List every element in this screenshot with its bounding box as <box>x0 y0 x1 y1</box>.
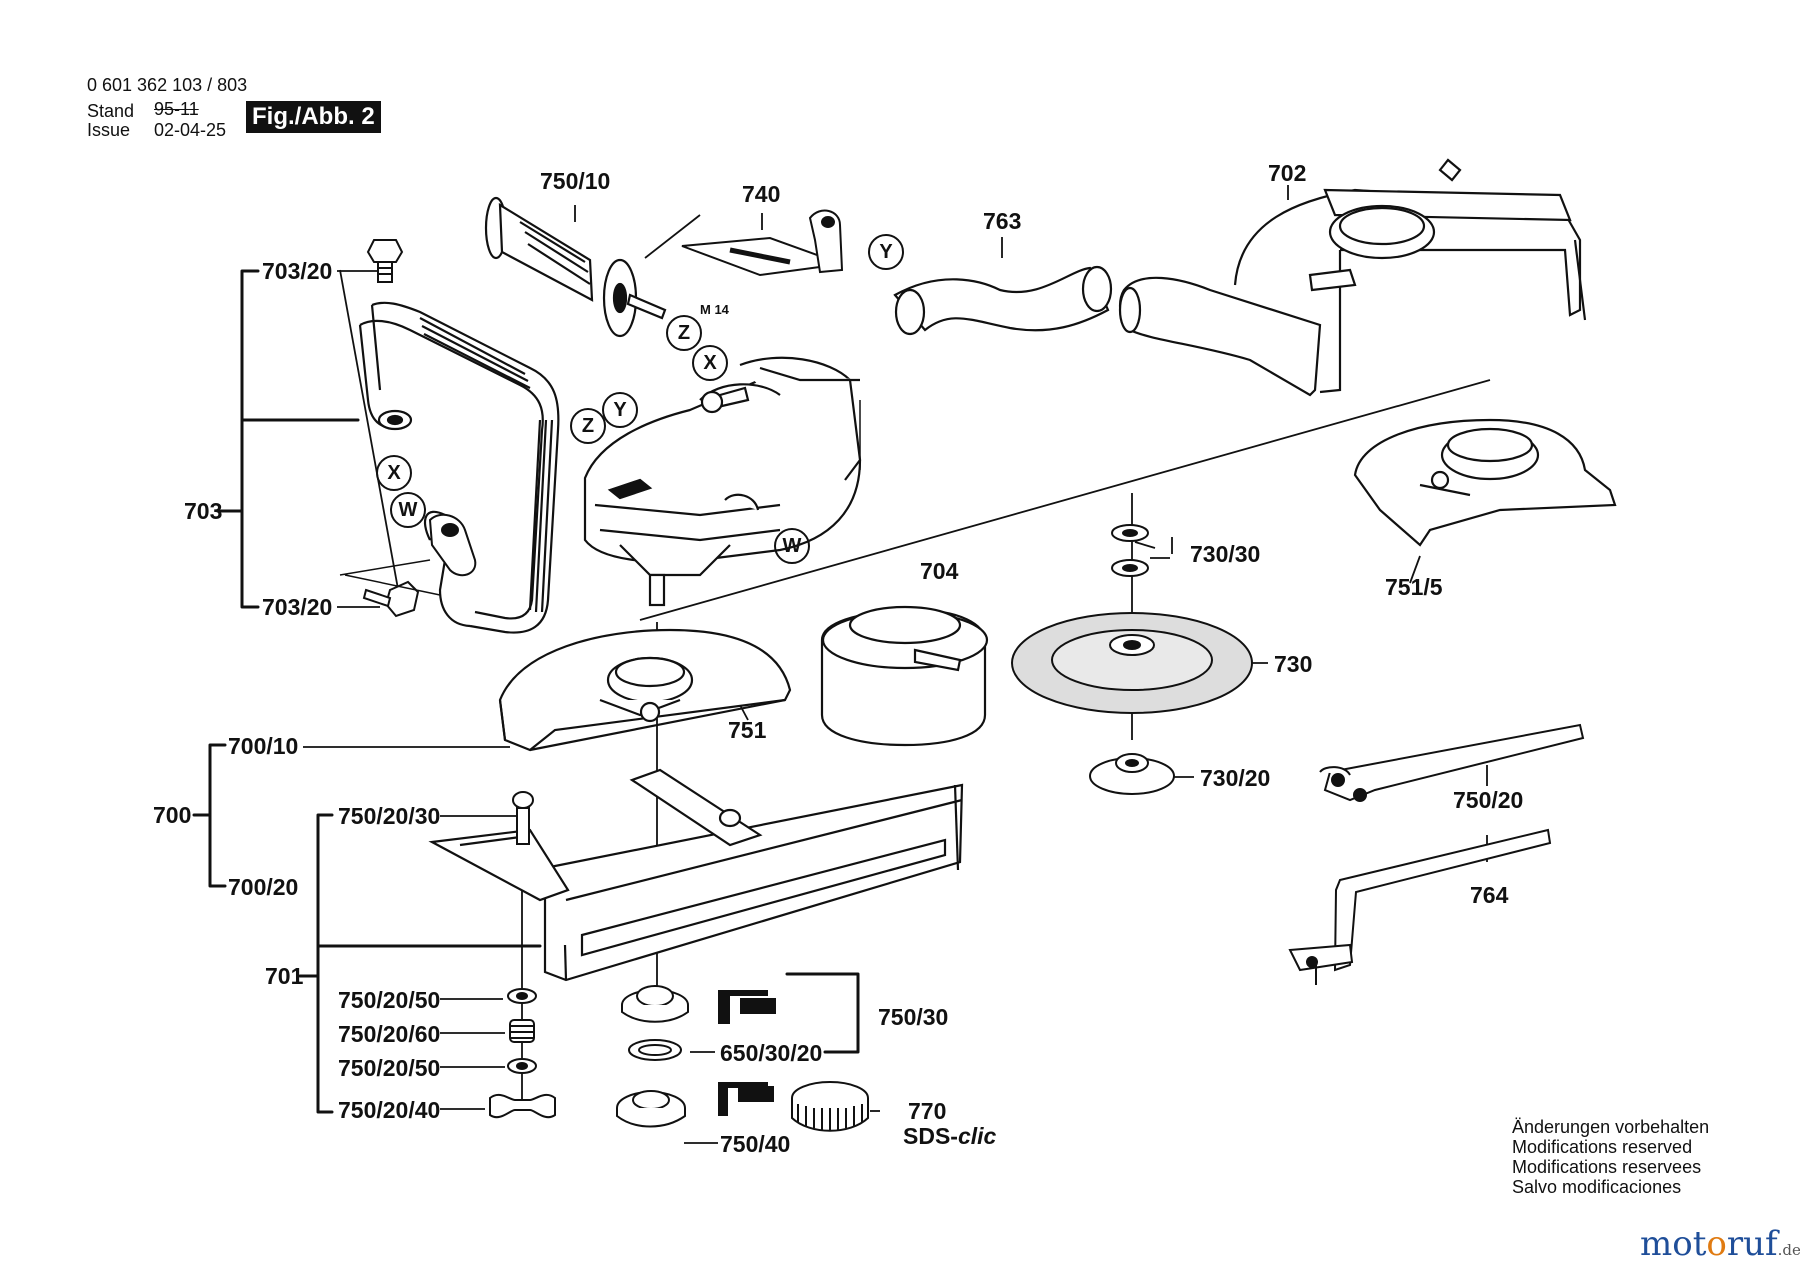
stand-label: Stand <box>87 101 135 121</box>
label-701: 701 <box>265 963 304 989</box>
document-number: 0 601 362 103 / 803 <box>87 75 248 95</box>
label-m14: M 14 <box>700 302 729 317</box>
label-700-20: 700/20 <box>228 874 299 900</box>
washers-730-30 <box>1111 524 1149 577</box>
label-750-30: 750/30 <box>878 1004 949 1030</box>
label-770: 770 <box>908 1098 947 1124</box>
bracket-750-30 <box>785 972 860 1054</box>
label-764: 764 <box>1470 882 1509 908</box>
label-740: 740 <box>742 181 781 207</box>
label-703-20-top: 703/20 <box>262 258 333 284</box>
wheel-guard-751 <box>498 628 792 752</box>
bracket-703 <box>240 269 260 609</box>
side-handle-750-10 <box>484 196 667 338</box>
marker-z-sidehandle: Z <box>666 315 702 351</box>
label-704: 704 <box>920 558 959 584</box>
label-730-30: 730/30 <box>1190 541 1261 567</box>
label-702: 702 <box>1268 160 1307 186</box>
grinding-disc-730 <box>1011 612 1253 714</box>
marker-w-handle: W <box>390 492 426 528</box>
flange-750-30 <box>621 985 689 1061</box>
label-730: 730 <box>1274 651 1313 677</box>
label-730-20: 730/20 <box>1200 765 1271 791</box>
figure-title: Fig./Abb. 2 <box>246 101 381 133</box>
note-en: Modifications reserved <box>1512 1137 1693 1157</box>
marker-z-grinder: Z <box>570 408 606 444</box>
label-750-10: 750/10 <box>540 168 611 194</box>
hose-763 <box>893 265 1113 336</box>
label-650-30-20: 650/30/20 <box>720 1040 823 1066</box>
note-de: Änderungen vorbehalten <box>1512 1117 1710 1137</box>
label-703: 703 <box>184 498 223 524</box>
label-700-10: 700/10 <box>228 733 299 759</box>
marker-x-handle: X <box>376 455 412 491</box>
extraction-cup-704 <box>820 605 989 747</box>
small-parts-stack <box>489 988 556 1119</box>
nut-750-40 <box>616 1090 686 1128</box>
stand-value: 95-11 <box>154 99 199 119</box>
label-750-20-50-a: 750/20/50 <box>338 987 441 1013</box>
marker-w-grinder: W <box>774 528 810 564</box>
detail-inset-lower <box>718 1082 774 1116</box>
note-fr: Modifications reservees <box>1512 1157 1702 1177</box>
spanner-750-20 <box>1319 723 1585 802</box>
label-700: 700 <box>153 802 192 828</box>
bracket-700 <box>208 743 227 888</box>
label-750-20-60: 750/20/60 <box>338 1021 441 1047</box>
label-703-20-bottom: 703/20 <box>262 594 333 620</box>
plate-740 <box>681 209 844 277</box>
marker-x-grinder: X <box>692 345 728 381</box>
marker-y-plate: Y <box>868 234 904 270</box>
clamp-piece <box>428 513 477 577</box>
modifications-notes: Änderungen vorbehalten Modifications res… <box>1512 1117 1709 1197</box>
nut-730-20 <box>1089 753 1175 795</box>
screw-703-20-top <box>366 239 404 283</box>
label-751: 751 <box>728 717 767 743</box>
angle-grinder <box>583 356 862 607</box>
extraction-hood-702 <box>1118 158 1587 397</box>
label-750-20-50-b: 750/20/50 <box>338 1055 441 1081</box>
bracket-701 <box>316 813 334 1114</box>
issue-value: 02-04-25 <box>154 120 227 140</box>
label-751-5: 751/5 <box>1385 574 1443 600</box>
label-750-20: 750/20 <box>1453 787 1524 813</box>
screw-703-20-bottom <box>362 580 420 618</box>
detail-inset-upper <box>718 990 776 1024</box>
bolt-750-20-30 <box>512 791 534 845</box>
quick-nut-770 <box>791 1081 869 1132</box>
marker-y-grinder: Y <box>602 392 638 428</box>
label-763: 763 <box>983 208 1022 234</box>
note-es: Salvo modificaciones <box>1512 1177 1682 1197</box>
cutting-guide-700-20 <box>428 768 964 982</box>
wheel-guard-751-5 <box>1353 418 1617 547</box>
handle-703 <box>358 301 560 634</box>
issue-label: Issue <box>87 120 131 140</box>
label-750-40: 750/40 <box>720 1131 791 1157</box>
label-750-20-30: 750/20/30 <box>338 803 441 829</box>
sds-clic-label: SDS-clic <box>903 1123 997 1149</box>
pin-spanner-764 <box>1288 828 1552 985</box>
label-750-20-40: 750/20/40 <box>338 1097 441 1123</box>
motoruf-watermark: motoruf.de <box>1640 1224 1800 1264</box>
